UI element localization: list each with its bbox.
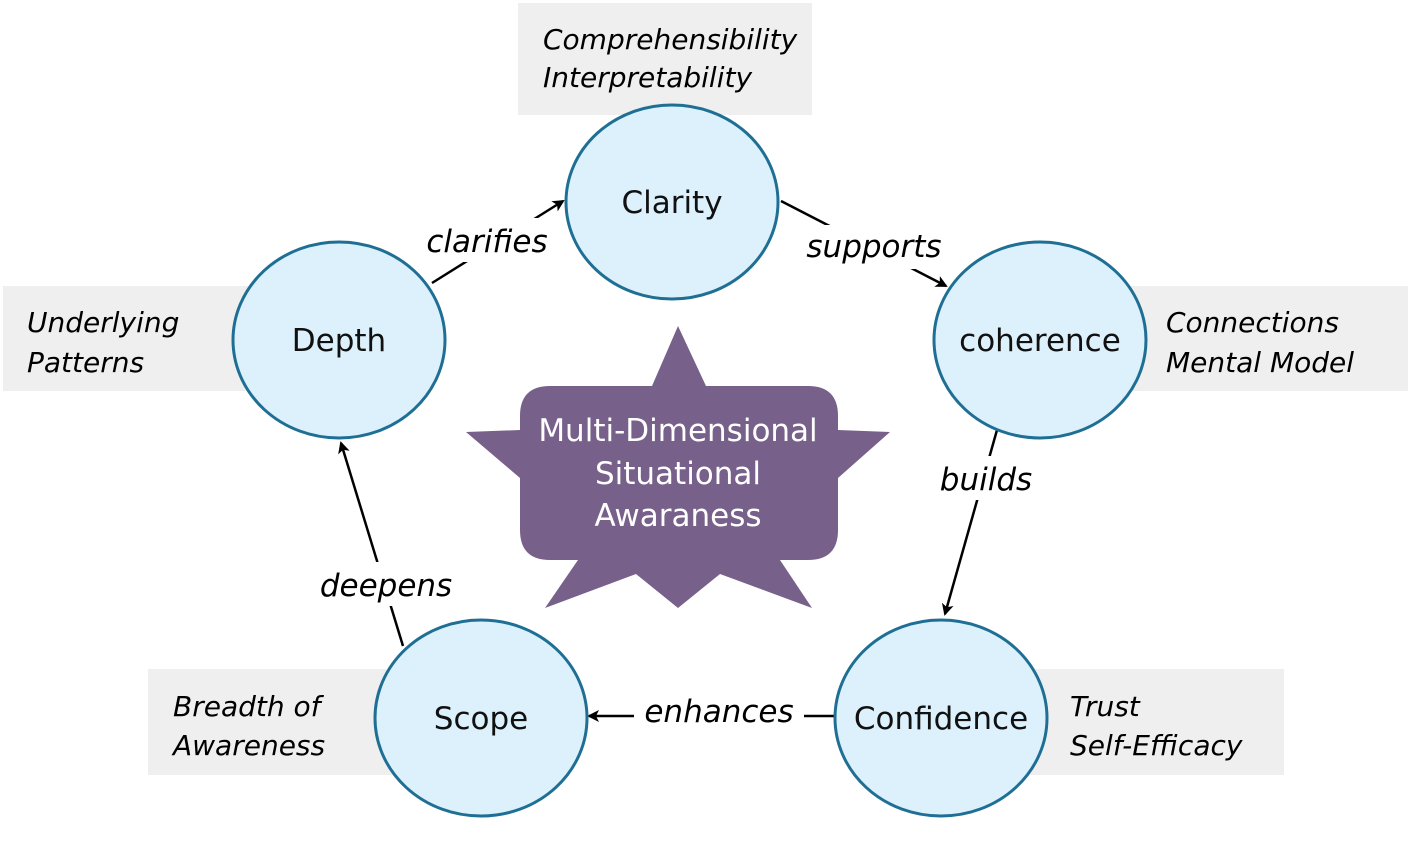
center-line-3: Awaraness: [594, 498, 761, 534]
note-depth-line-1: Underlying: [27, 306, 179, 339]
note-confidence-line-2: Self-Efficacy: [1070, 729, 1243, 762]
edge-label-bg: [932, 456, 1040, 500]
edge-label-bg: [416, 218, 556, 262]
node-label-coherence: coherence: [959, 323, 1121, 359]
node-clarity: Clarity: [564, 103, 780, 301]
edge-depth-clarity: clarifies: [416, 199, 565, 285]
edge-confidence-scope: enhances: [587, 692, 834, 736]
note-confidence-line-1: Trust: [1070, 690, 1141, 723]
node-circle: [564, 103, 780, 301]
node-depth: Depth: [231, 240, 447, 440]
edge-scope-depth: deepens: [310, 441, 462, 647]
node-circle: [373, 618, 589, 818]
edge-line: [338, 441, 405, 647]
edge-label-clarifies: clarifies: [426, 224, 547, 260]
note-coherence-line-1: Connections: [1166, 306, 1339, 339]
note-coherence-line-2: Mental Model: [1166, 346, 1354, 379]
edge-coherence-confidence: builds: [932, 429, 1040, 616]
edge-label-bg: [634, 692, 804, 736]
edge-label-bg: [800, 225, 948, 269]
node-circle: [932, 240, 1148, 440]
note-clarity-line-2: Interpretability: [543, 61, 752, 94]
edge-label-supports: supports: [806, 229, 941, 265]
note-box: [518, 3, 812, 115]
center-star-shape: [466, 326, 890, 608]
edge-label-deepens: deepens: [320, 568, 452, 604]
node-coherence: coherence: [932, 240, 1148, 440]
note-scope-line-2: Awareness: [171, 729, 325, 762]
node-label-scope: Scope: [434, 701, 528, 737]
note-scope-line-1: Breadth of: [173, 690, 325, 723]
edge-label-builds: builds: [940, 462, 1032, 498]
center-line-1: Multi-Dimensional: [538, 413, 817, 449]
note-clarity-line-1: Comprehensibility: [543, 23, 798, 56]
center-line-2: Situational: [595, 456, 761, 492]
node-circle: [231, 240, 447, 440]
edge-label-bg: [310, 562, 462, 606]
node-label-clarity: Clarity: [621, 185, 722, 221]
note-depth-line-2: Patterns: [27, 346, 144, 379]
node-scope: Scope: [373, 618, 589, 818]
node-confidence: Confidence: [833, 618, 1049, 818]
note-clarity: Comprehensibility Interpretability: [518, 3, 812, 115]
edge-label-enhances: enhances: [644, 694, 793, 730]
node-circle: [833, 618, 1049, 818]
center-callout: Multi-Dimensional Situational Awaraness: [466, 326, 890, 608]
node-label-depth: Depth: [292, 323, 386, 359]
edge-clarity-coherence: supports: [780, 199, 948, 288]
node-label-confidence: Confidence: [854, 701, 1028, 737]
